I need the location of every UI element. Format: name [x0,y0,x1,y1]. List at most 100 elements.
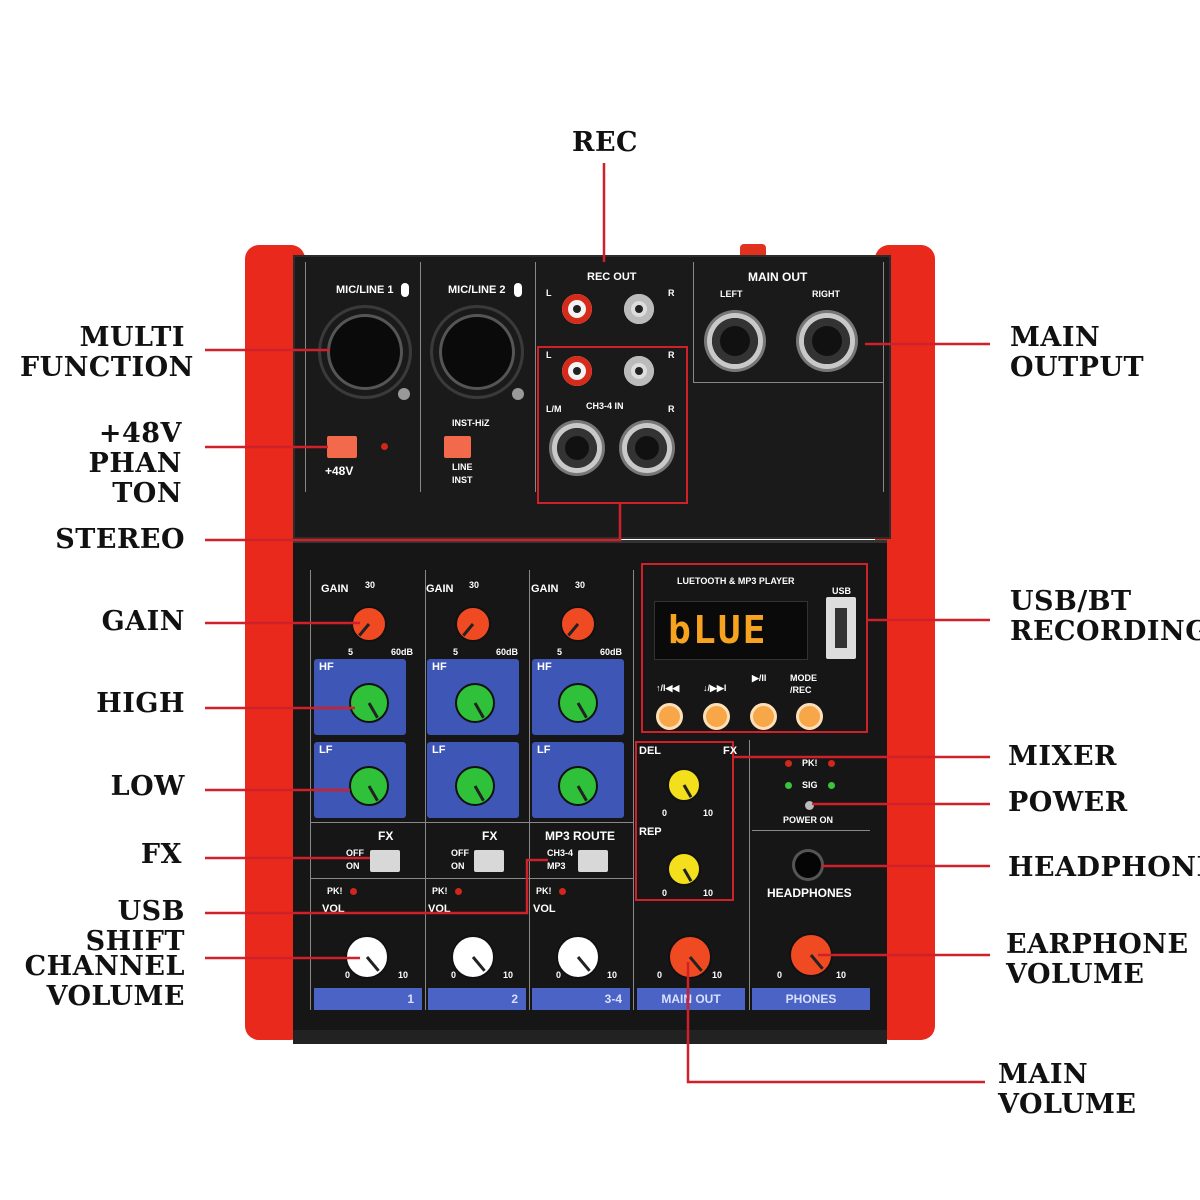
strip-divider-2 [529,570,530,1010]
xlr-combo-jack-2[interactable] [430,305,524,399]
channel-volume-knob-1[interactable] [345,935,389,979]
divider-top-2 [535,262,536,492]
power-divider [752,830,870,831]
rec-out-left-rca[interactable] [562,294,592,324]
vol-0-2: 0 [451,970,457,980]
ch34-r-label: R [668,350,675,360]
gain-60db-1: 60dB [391,647,414,657]
player-next-button[interactable] [703,703,730,730]
headphone-volume-knob[interactable] [789,933,833,977]
ch34-l-label: L [546,350,552,360]
gain-label-2: GAIN [426,583,454,595]
gain-30-2: 30 [469,580,480,590]
hf-knob-1[interactable] [349,683,389,723]
mp3-route-ch34: CH3-4 [547,848,574,858]
rec-out-label: REC OUT [587,271,637,283]
fx-on-2: ON [451,861,465,871]
callout-high: HIGH [96,688,185,719]
player-btn-mode-label: MODE /REC [790,673,817,695]
lf-knob-1[interactable] [349,766,389,806]
rep-10: 10 [703,888,714,898]
vol-row-top [310,878,633,879]
lf-knob-3[interactable] [558,766,598,806]
fx-mixer-box [635,741,734,901]
player-btn-next-label: ↓/▶▶I [703,683,727,693]
inst-hiz-label: INST-HiZ [452,418,490,428]
pk-led-3 [559,888,566,895]
sig-led-left [785,782,792,789]
gain-30-1: 30 [365,580,376,590]
ch34-in-left-jack[interactable] [557,428,597,468]
strip-divider-1 [425,570,426,1010]
callout-usb-bt-recording: USB/BT RECORDING [1010,586,1200,647]
line-label: LINE [452,462,473,472]
pk-top-led-right [828,760,835,767]
mp3-route-switch[interactable] [578,850,608,872]
player-play-button[interactable] [750,703,777,730]
line-inst-button[interactable] [444,436,471,458]
rec-button-top[interactable] [740,244,766,258]
hf-knob-3[interactable] [558,683,598,723]
hf-label-1: HF [319,661,334,673]
rec-out-right-rca[interactable] [624,294,654,324]
callout-power: POWER [1008,787,1128,818]
main-out-left-jack[interactable] [712,318,758,364]
strip-bar-phones: PHONES [752,988,870,1010]
ch34-in-label: CH3-4 IN [586,401,624,411]
player-btn-prev-label: ↑/I◀◀ [656,683,680,693]
rep-knob[interactable] [667,852,701,886]
player-title: LUETOOTH & MP3 PLAYER [677,576,795,586]
callout-multi-function: MULTI FUNCTION [20,322,194,383]
ch34-in-left-rca[interactable] [562,356,592,386]
strip-divider-5 [310,570,311,1010]
rec-out-r-label: R [668,288,675,298]
channel-volume-knob-3[interactable] [556,935,600,979]
phones-vol-10: 10 [836,970,847,980]
mic-icon-1 [401,283,409,297]
headphone-jack[interactable] [795,852,821,878]
mic-line-2-label: MIC/LINE 2 [448,284,506,296]
main-volume-knob[interactable] [668,935,712,979]
fx-switch-1[interactable] [370,850,400,872]
fx-off-2: OFF [451,848,469,858]
phantom-48v-button[interactable] [327,436,357,458]
xlr-combo-jack-1[interactable] [318,305,412,399]
gain-knob-3[interactable] [560,606,596,642]
inst-label: INST [452,475,473,485]
gain-knob-1[interactable] [351,606,387,642]
player-mode-button[interactable] [796,703,823,730]
top-panel [293,255,891,539]
strip-divider-4 [749,740,750,1010]
stereo-highlight-box [537,346,688,504]
lf-knob-2[interactable] [455,766,495,806]
callout-headphone: HEADPHONE [1008,852,1200,883]
screw-2 [512,388,524,400]
callout-main-volume: MAIN VOLUME [998,1059,1137,1120]
player-prev-button[interactable] [656,703,683,730]
main-out-label: MAIN OUT [748,270,808,284]
mic-icon-2 [514,283,522,297]
screw-1 [398,388,410,400]
ch34-in-right-jack[interactable] [627,428,667,468]
main-out-right-jack[interactable] [804,318,850,364]
hf-knob-2[interactable] [455,683,495,723]
vol-10-2: 10 [503,970,514,980]
phones-vol-0: 0 [777,970,783,980]
player-btn-play-label: ▶/II [752,673,767,683]
gain-label-3: GAIN [531,583,559,595]
mp3-route-mp3: MP3 [547,861,566,871]
fx-off-1: OFF [346,848,364,858]
fx-switch-2[interactable] [474,850,504,872]
callout-phantom-power: +48V PHAN TON [88,418,182,509]
vol-label-1: VOL [322,903,345,915]
callout-fx: FX [140,839,182,870]
display-text: bLUE [668,608,768,652]
callout-rec: REC [572,127,639,158]
channel-volume-knob-2[interactable] [451,935,495,979]
vol-label-2: VOL [428,903,451,915]
gain-30-3: 30 [575,580,586,590]
del-knob[interactable] [667,768,701,802]
callout-low: LOW [110,771,185,802]
gain-knob-2[interactable] [455,606,491,642]
ch34-in-right-rca[interactable] [624,356,654,386]
